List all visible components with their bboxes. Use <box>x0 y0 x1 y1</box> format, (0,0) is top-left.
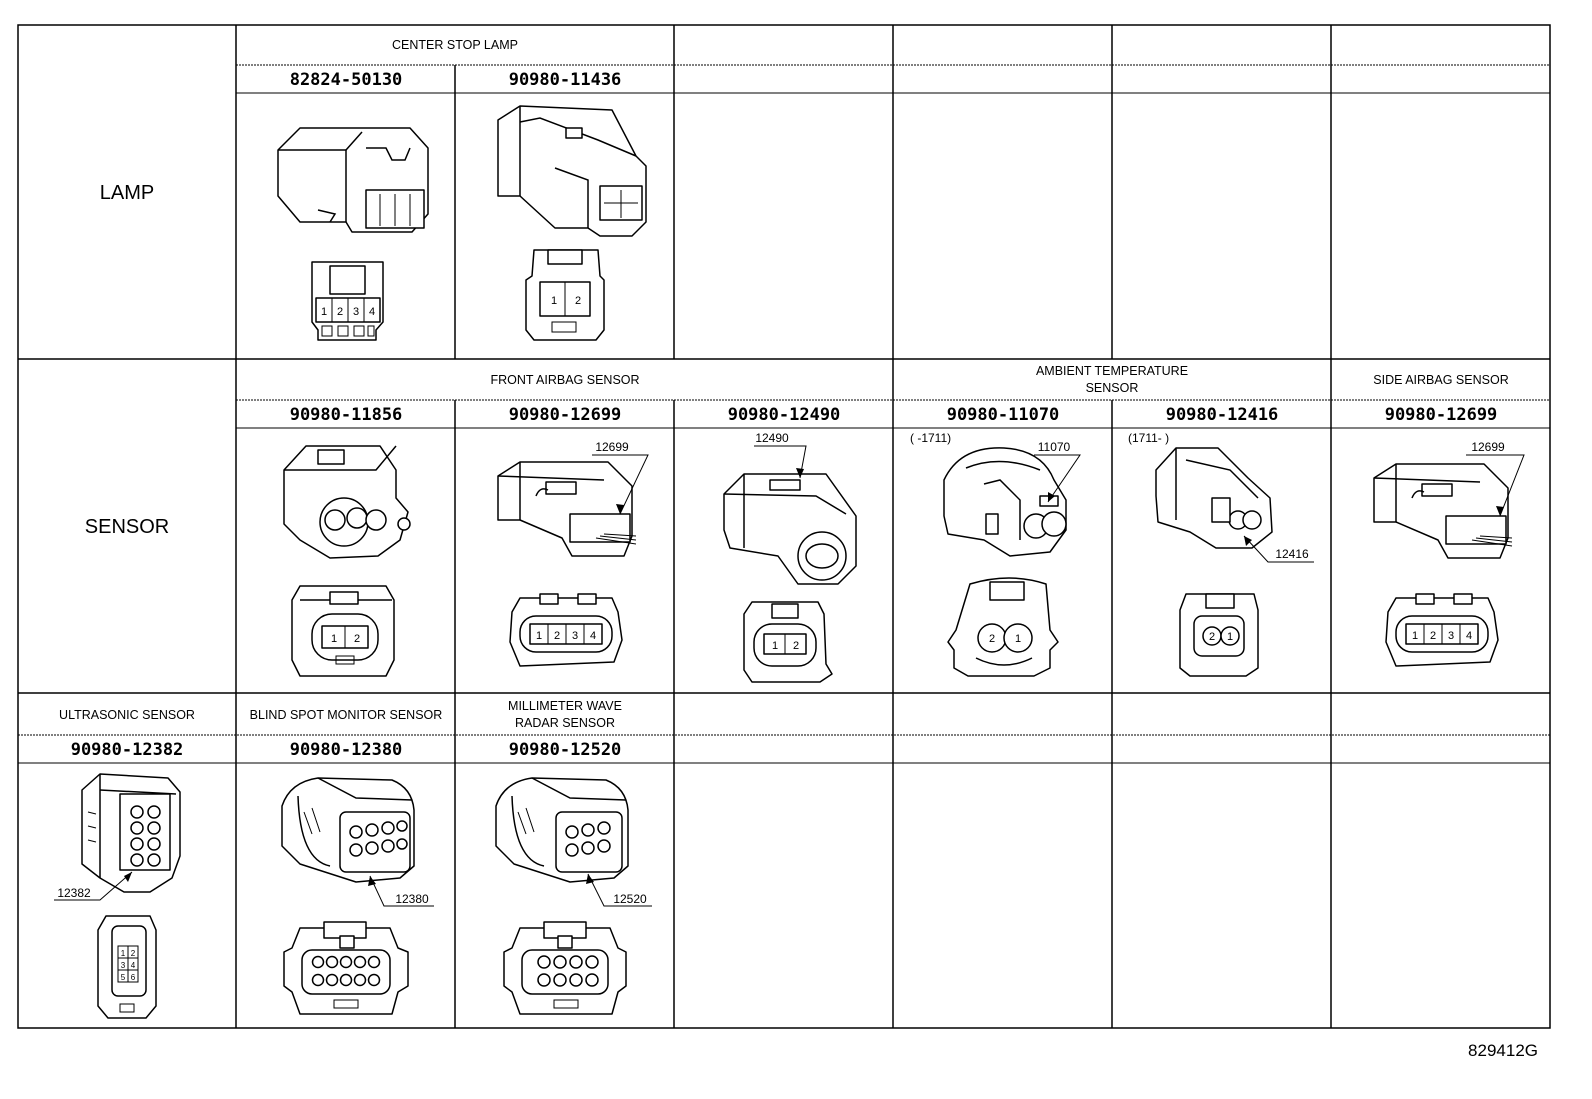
header-ambient-temperature-line1: AMBIENT TEMPERATURE <box>1036 364 1188 378</box>
part-number-90980-12382: 90980-12382 <box>71 740 184 760</box>
connector-90980-12382-iso <box>81 773 181 893</box>
pin-label: 5 <box>121 973 126 982</box>
pin-label: 2 <box>989 633 995 645</box>
part-number-90980-11856: 90980-11856 <box>290 405 403 425</box>
pin-label: 1 <box>1412 630 1418 642</box>
part-number-90980-12380: 90980-12380 <box>290 740 403 760</box>
connector-90980-12699-side-face <box>1385 593 1499 667</box>
pin-label: 6 <box>131 973 136 982</box>
connector-82824-50130-iso <box>277 127 429 233</box>
pin-label: 2 <box>793 640 799 652</box>
part-number-90980-11436: 90980-11436 <box>509 70 622 90</box>
callout-12380-label: 12380 <box>395 892 429 906</box>
callout-11070 <box>1034 454 1081 503</box>
callout-12520 <box>586 873 652 907</box>
pin-label: 1 <box>1015 633 1021 645</box>
pin-label: 1 <box>551 295 557 307</box>
pin-label: 1 <box>121 949 126 958</box>
callout-12699-front-label: 12699 <box>595 440 629 454</box>
part-number-90980-12490: 90980-12490 <box>728 405 841 425</box>
pin-label: 4 <box>1466 630 1472 642</box>
pin-label: 4 <box>369 306 375 318</box>
callout-12699-side-label: 12699 <box>1471 440 1505 454</box>
pin-label: 4 <box>590 630 596 642</box>
connector-90980-12520-iso <box>495 777 629 883</box>
pin-label: 2 <box>1430 630 1436 642</box>
callout-12380 <box>368 875 434 907</box>
connector-90980-11436-iso <box>497 105 647 237</box>
diagram-id: 829412G <box>1468 1041 1538 1060</box>
header-blind-spot-monitor-sensor: BLIND SPOT MONITOR SENSOR <box>250 708 443 722</box>
pin-label: 2 <box>354 633 360 645</box>
header-center-stop-lamp: CENTER STOP LAMP <box>392 38 518 52</box>
pin-label: 3 <box>353 306 359 318</box>
part-number-90980-12520: 90980-12520 <box>509 740 622 760</box>
header-front-airbag-sensor: FRONT AIRBAG SENSOR <box>490 373 639 387</box>
pin-label: 1 <box>331 633 337 645</box>
callout-12416 <box>1243 535 1314 563</box>
part-number-90980-12699-side: 90980-12699 <box>1385 405 1498 425</box>
pin-label: 2 <box>337 306 343 318</box>
connector-90980-12416-iso <box>1155 447 1273 549</box>
connector-90980-11436-face <box>525 249 605 341</box>
connector-90980-12490-iso <box>723 473 857 585</box>
callout-12382-label: 12382 <box>57 886 91 900</box>
connector-90980-11856-face <box>291 585 395 677</box>
connector-90980-12699-front-iso <box>497 461 637 557</box>
pin-label: 2 <box>554 630 560 642</box>
callout-12382 <box>54 871 133 901</box>
connector-90980-12382-face <box>97 915 157 1019</box>
header-ambient-temperature-line2: SENSOR <box>1086 381 1139 395</box>
table-grid <box>17 24 1551 1029</box>
callout-12490-label: 12490 <box>755 431 789 445</box>
connector-90980-12380-face <box>283 921 409 1015</box>
callout-12416-range: (1711- ) <box>1128 431 1169 445</box>
pin-label: 1 <box>536 630 542 642</box>
pin-label: 2 <box>131 949 136 958</box>
pin-label: 2 <box>575 295 581 307</box>
connector-90980-11856-iso <box>283 445 411 559</box>
pin-label: 1 <box>321 306 327 318</box>
connector-90980-12699-front-face <box>509 593 623 667</box>
connector-90980-12380-iso <box>281 777 415 883</box>
connector-90980-12416-face <box>1179 593 1259 677</box>
header-ultrasonic-sensor: ULTRASONIC SENSOR <box>59 708 195 722</box>
connector-90980-11070-face <box>947 577 1059 677</box>
part-number-90980-12416: 90980-12416 <box>1166 405 1279 425</box>
callout-12699-side <box>1466 454 1525 517</box>
pin-label: 3 <box>121 961 126 970</box>
callout-12490 <box>754 445 807 479</box>
part-number-90980-11070: 90980-11070 <box>947 405 1060 425</box>
pin-label: 1 <box>772 640 778 652</box>
callout-11070-range: ( -1711) <box>910 431 951 445</box>
connector-90980-12520-face <box>503 921 627 1015</box>
header-millimeter-wave-line2: RADAR SENSOR <box>515 716 615 730</box>
callout-12699-front <box>592 454 649 515</box>
connector-82824-50130-face <box>311 261 384 341</box>
connector-90980-11070-iso <box>943 447 1067 557</box>
pin-label: 1 <box>1227 631 1233 643</box>
pin-label: 3 <box>1448 630 1454 642</box>
part-number-82824-50130: 82824-50130 <box>290 70 403 90</box>
pin-label: 3 <box>572 630 578 642</box>
part-number-90980-12699-front: 90980-12699 <box>509 405 622 425</box>
pin-label: 4 <box>131 961 136 970</box>
connector-90980-12490-face <box>743 601 833 683</box>
callout-12416-label: 12416 <box>1275 547 1309 561</box>
header-side-airbag-sensor: SIDE AIRBAG SENSOR <box>1373 373 1508 387</box>
connector-90980-12699-side-iso <box>1373 463 1513 559</box>
header-millimeter-wave-line1: MILLIMETER WAVE <box>508 699 622 713</box>
category-lamp: LAMP <box>100 182 154 204</box>
category-sensor: SENSOR <box>85 516 169 538</box>
callout-11070-label: 11070 <box>1038 440 1071 454</box>
callout-12520-label: 12520 <box>613 892 647 906</box>
pin-label: 2 <box>1209 631 1215 643</box>
